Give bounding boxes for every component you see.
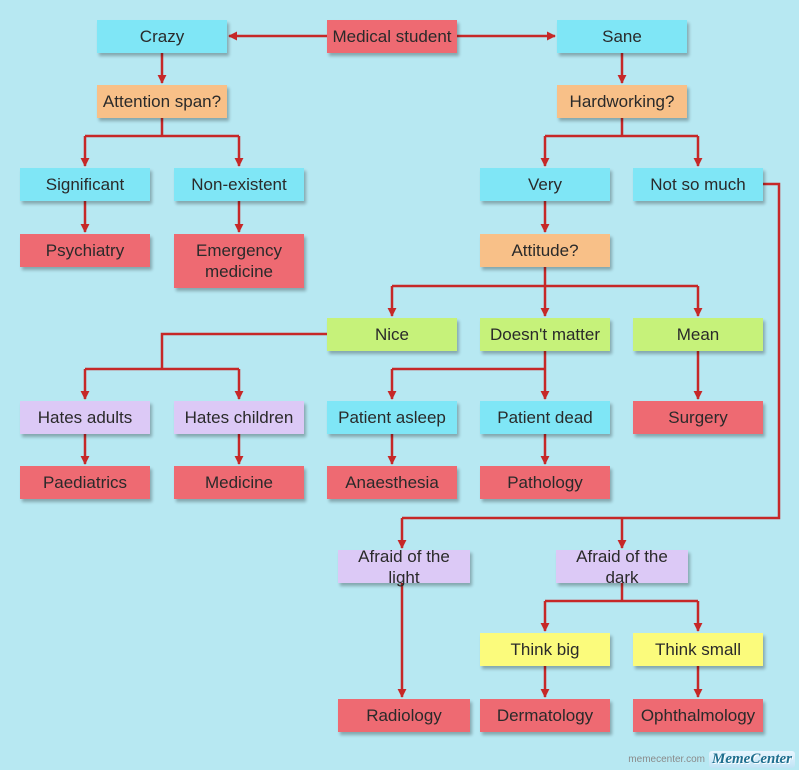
watermark: memecenter.com MemeCenter — [628, 751, 795, 768]
node-pathology: Pathology — [480, 466, 610, 499]
node-not-so-much: Not so much — [633, 168, 763, 201]
node-emergency-medicine: Emergency medicine — [174, 234, 304, 288]
node-surgery: Surgery — [633, 401, 763, 434]
node-think-big: Think big — [480, 633, 610, 666]
node-hardworking: Hardworking? — [557, 85, 687, 118]
line-not-so-much-route — [622, 182, 781, 520]
node-afraid-of-the-light: Afraid of the light — [338, 547, 470, 587]
node-non-existent: Non-existent — [174, 168, 304, 201]
line-nice-stem — [160, 332, 327, 369]
node-think-small: Think small — [633, 633, 763, 666]
node-attention-span: Attention span? — [97, 85, 227, 118]
node-nice: Nice — [327, 318, 457, 351]
node-patient-dead: Patient dead — [480, 401, 610, 434]
node-patient-asleep: Patient asleep — [327, 401, 457, 434]
node-paediatrics: Paediatrics — [20, 466, 150, 499]
node-attitude: Attitude? — [480, 234, 610, 267]
node-significant: Significant — [20, 168, 150, 201]
node-very: Very — [480, 168, 610, 201]
node-radiology: Radiology — [338, 699, 470, 732]
node-medicine: Medicine — [174, 466, 304, 499]
node-ophthalmology: Ophthalmology — [633, 699, 763, 732]
node-mean: Mean — [633, 318, 763, 351]
watermark-url: memecenter.com — [628, 754, 705, 765]
node-doesnt-matter: Doesn't matter — [480, 318, 610, 351]
node-anaesthesia: Anaesthesia — [327, 466, 457, 499]
node-medical-student: Medical student — [327, 20, 457, 53]
node-crazy: Crazy — [97, 20, 227, 53]
watermark-logo: MemeCenter — [709, 751, 795, 768]
node-hates-adults: Hates adults — [20, 401, 150, 434]
node-psychiatry: Psychiatry — [20, 234, 150, 267]
node-afraid-of-the-dark: Afraid of the dark — [556, 547, 688, 587]
node-dermatology: Dermatology — [480, 699, 610, 732]
node-sane: Sane — [557, 20, 687, 53]
node-hates-children: Hates children — [174, 401, 304, 434]
